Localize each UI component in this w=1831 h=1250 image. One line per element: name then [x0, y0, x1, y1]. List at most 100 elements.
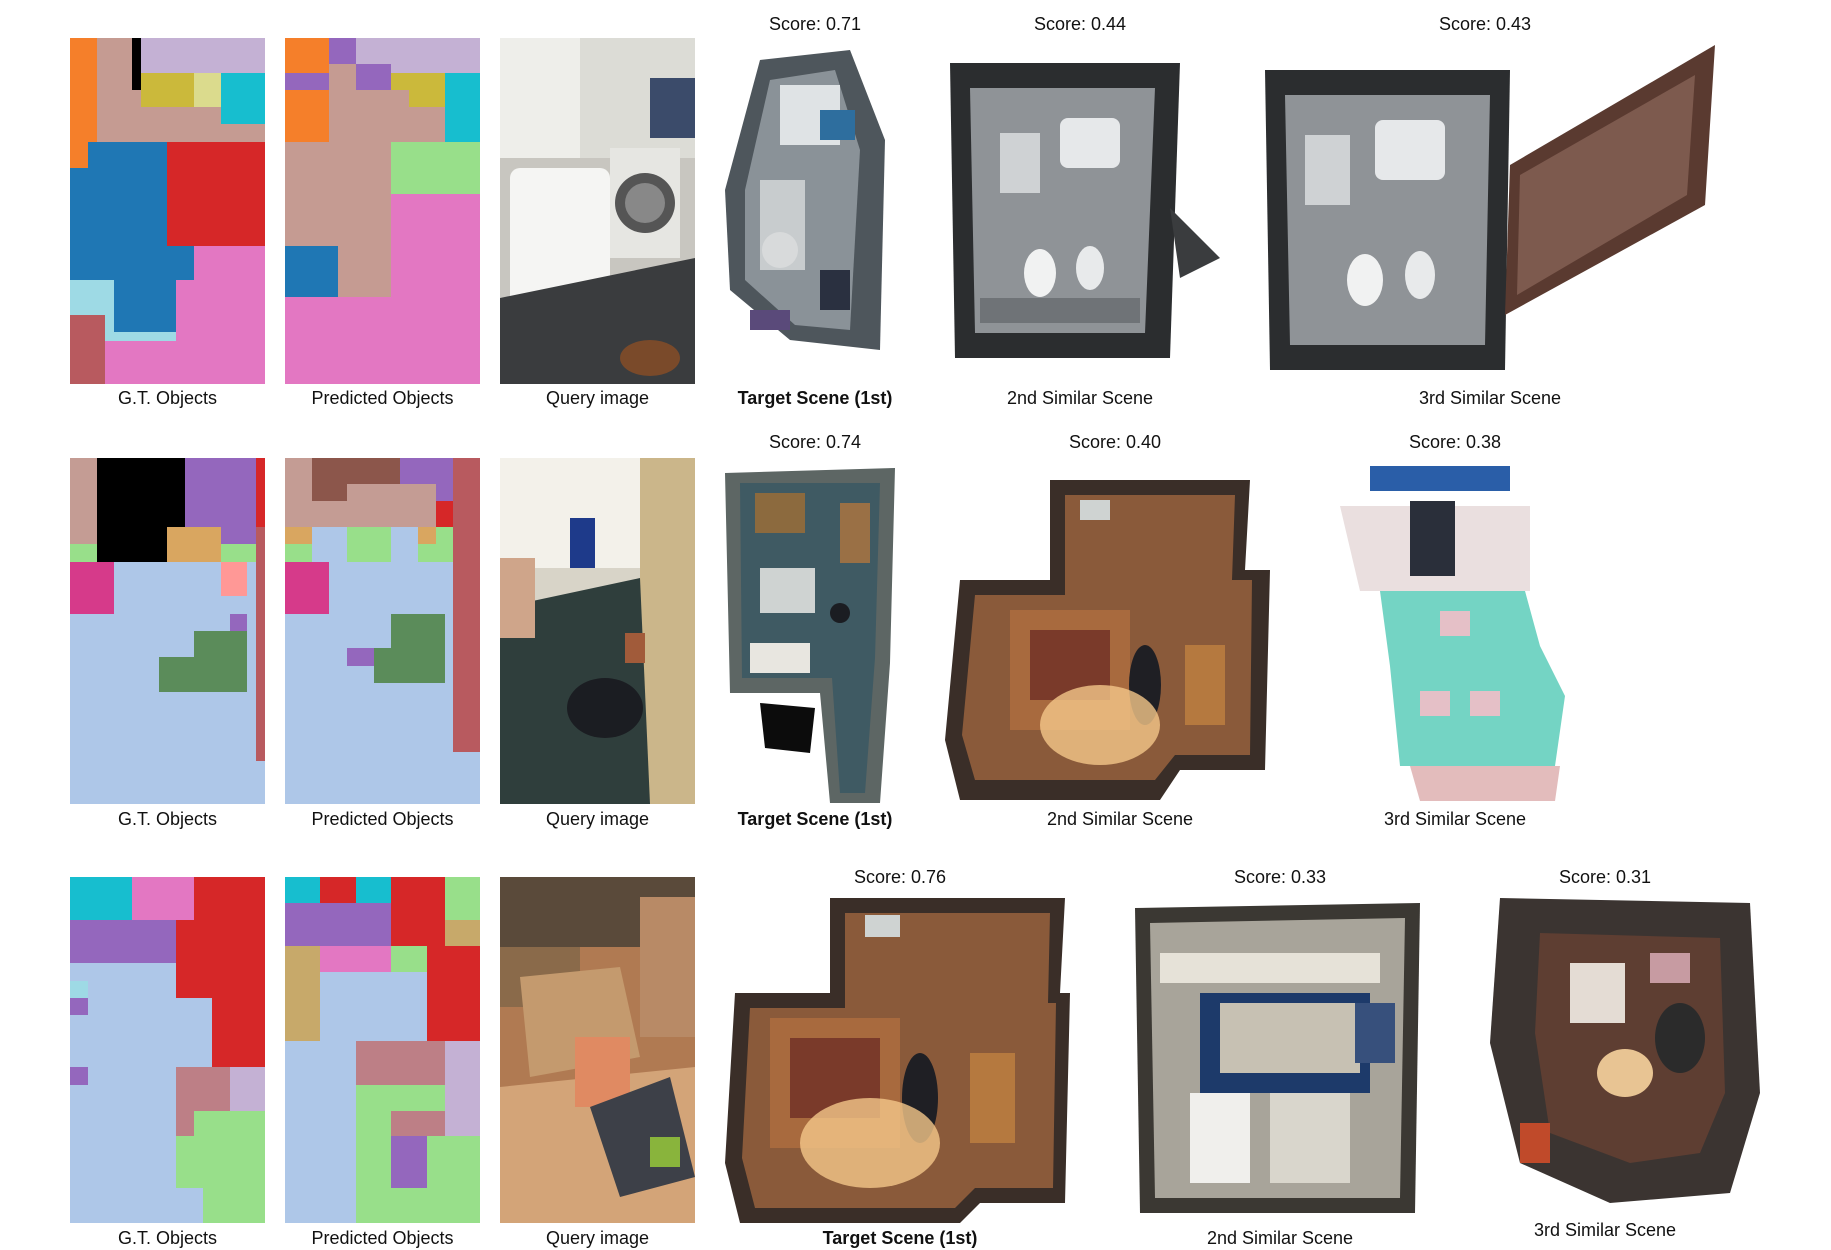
grid-cell — [426, 349, 436, 359]
grid-cell — [194, 682, 203, 692]
grid-cell — [132, 150, 141, 160]
grid-cell — [194, 920, 203, 929]
grid-cell — [426, 778, 436, 787]
grid-cell — [453, 55, 463, 64]
grid-cell — [293, 72, 303, 82]
grid-cell — [70, 954, 79, 964]
grid-cell — [417, 648, 427, 657]
grid-cell — [338, 527, 348, 536]
grid-cell — [471, 963, 480, 973]
grid-cell — [123, 622, 133, 631]
grid-cell — [229, 262, 239, 272]
grid-cell — [229, 885, 239, 895]
grid-cell — [132, 1041, 141, 1050]
grid-cell — [382, 1006, 392, 1016]
grid-cell — [391, 674, 401, 683]
grid-cell — [400, 159, 410, 168]
grid-cell — [70, 665, 79, 675]
grid-cell — [87, 1015, 97, 1025]
grid-cell — [194, 297, 203, 307]
grid-cell — [149, 501, 159, 510]
grid-cell — [355, 561, 365, 571]
grid-cell — [285, 306, 294, 315]
grid-cell — [96, 1110, 106, 1120]
grid-cell — [355, 72, 365, 82]
grid-cell — [202, 639, 212, 649]
grid-cell — [229, 998, 239, 1007]
grid-cell — [347, 553, 356, 562]
grid-cell — [202, 1110, 212, 1120]
grid-cell — [444, 674, 454, 683]
grid-cell — [293, 980, 303, 990]
grid-cell — [194, 596, 203, 606]
grid-cell — [444, 786, 454, 796]
grid-cell — [311, 280, 321, 289]
grid-cell — [311, 570, 321, 580]
grid-cell — [355, 544, 365, 554]
grid-cell — [373, 466, 383, 476]
grid-cell — [238, 1153, 248, 1163]
grid-cell — [293, 954, 303, 964]
grid-cell — [229, 349, 239, 359]
grid-cell — [87, 81, 97, 90]
grid-cell — [417, 894, 427, 903]
grid-cell — [158, 176, 168, 186]
grid-cell — [176, 219, 186, 229]
grid-cell — [364, 700, 374, 709]
grid-cell — [426, 527, 436, 536]
grid-cell — [391, 38, 401, 47]
grid-cell — [391, 150, 401, 160]
grid-cell — [238, 228, 248, 237]
grid-cell — [444, 176, 454, 186]
grid-cell — [471, 492, 480, 502]
grid-cell — [176, 509, 186, 519]
grid-cell — [220, 1058, 230, 1068]
grid-cell — [338, 509, 348, 519]
grid-cell — [355, 1015, 365, 1025]
grid-cell — [435, 271, 445, 281]
grid-cell — [229, 954, 239, 964]
grid-cell — [70, 682, 79, 692]
grid-cell — [149, 314, 159, 324]
grid-cell — [462, 535, 472, 545]
grid-cell — [462, 193, 472, 203]
grid-cell — [444, 639, 454, 649]
grid-cell — [96, 483, 106, 493]
grid-cell — [167, 1041, 177, 1050]
grid-cell — [132, 665, 141, 675]
grid-cell — [462, 254, 472, 263]
grid-cell — [132, 980, 141, 990]
grid-cell — [238, 133, 248, 142]
grid-cell — [123, 786, 133, 796]
grid-cell — [70, 1058, 79, 1068]
grid-cell — [167, 691, 177, 701]
grid-cell — [347, 501, 356, 510]
grid-cell — [70, 1162, 79, 1172]
grid-cell — [132, 176, 141, 186]
grid-cell — [96, 1171, 106, 1180]
grid-cell — [211, 81, 221, 90]
grid-cell — [256, 1101, 265, 1111]
grid-cell — [78, 795, 88, 804]
grid-cell — [444, 954, 454, 964]
grid-cell — [140, 458, 150, 467]
grid-cell — [329, 622, 339, 631]
grid-cell — [256, 323, 265, 333]
grid-cell — [426, 911, 436, 921]
grid-cell — [338, 98, 348, 108]
grid-cell — [167, 1032, 177, 1042]
grid-cell — [417, 1084, 427, 1094]
grid-cell — [132, 937, 141, 947]
grid-cell — [140, 639, 150, 649]
grid-cell — [132, 1197, 141, 1206]
grid-cell — [426, 228, 436, 237]
grid-cell — [114, 1024, 124, 1033]
grid-cell — [391, 1049, 401, 1059]
grid-cell — [347, 1024, 356, 1033]
grid-cell — [238, 1041, 248, 1050]
grid-cell — [400, 527, 410, 536]
grid-cell — [105, 1145, 115, 1154]
grid-cell — [462, 579, 472, 588]
grid-cell — [417, 760, 427, 770]
grid-cell — [311, 700, 321, 709]
